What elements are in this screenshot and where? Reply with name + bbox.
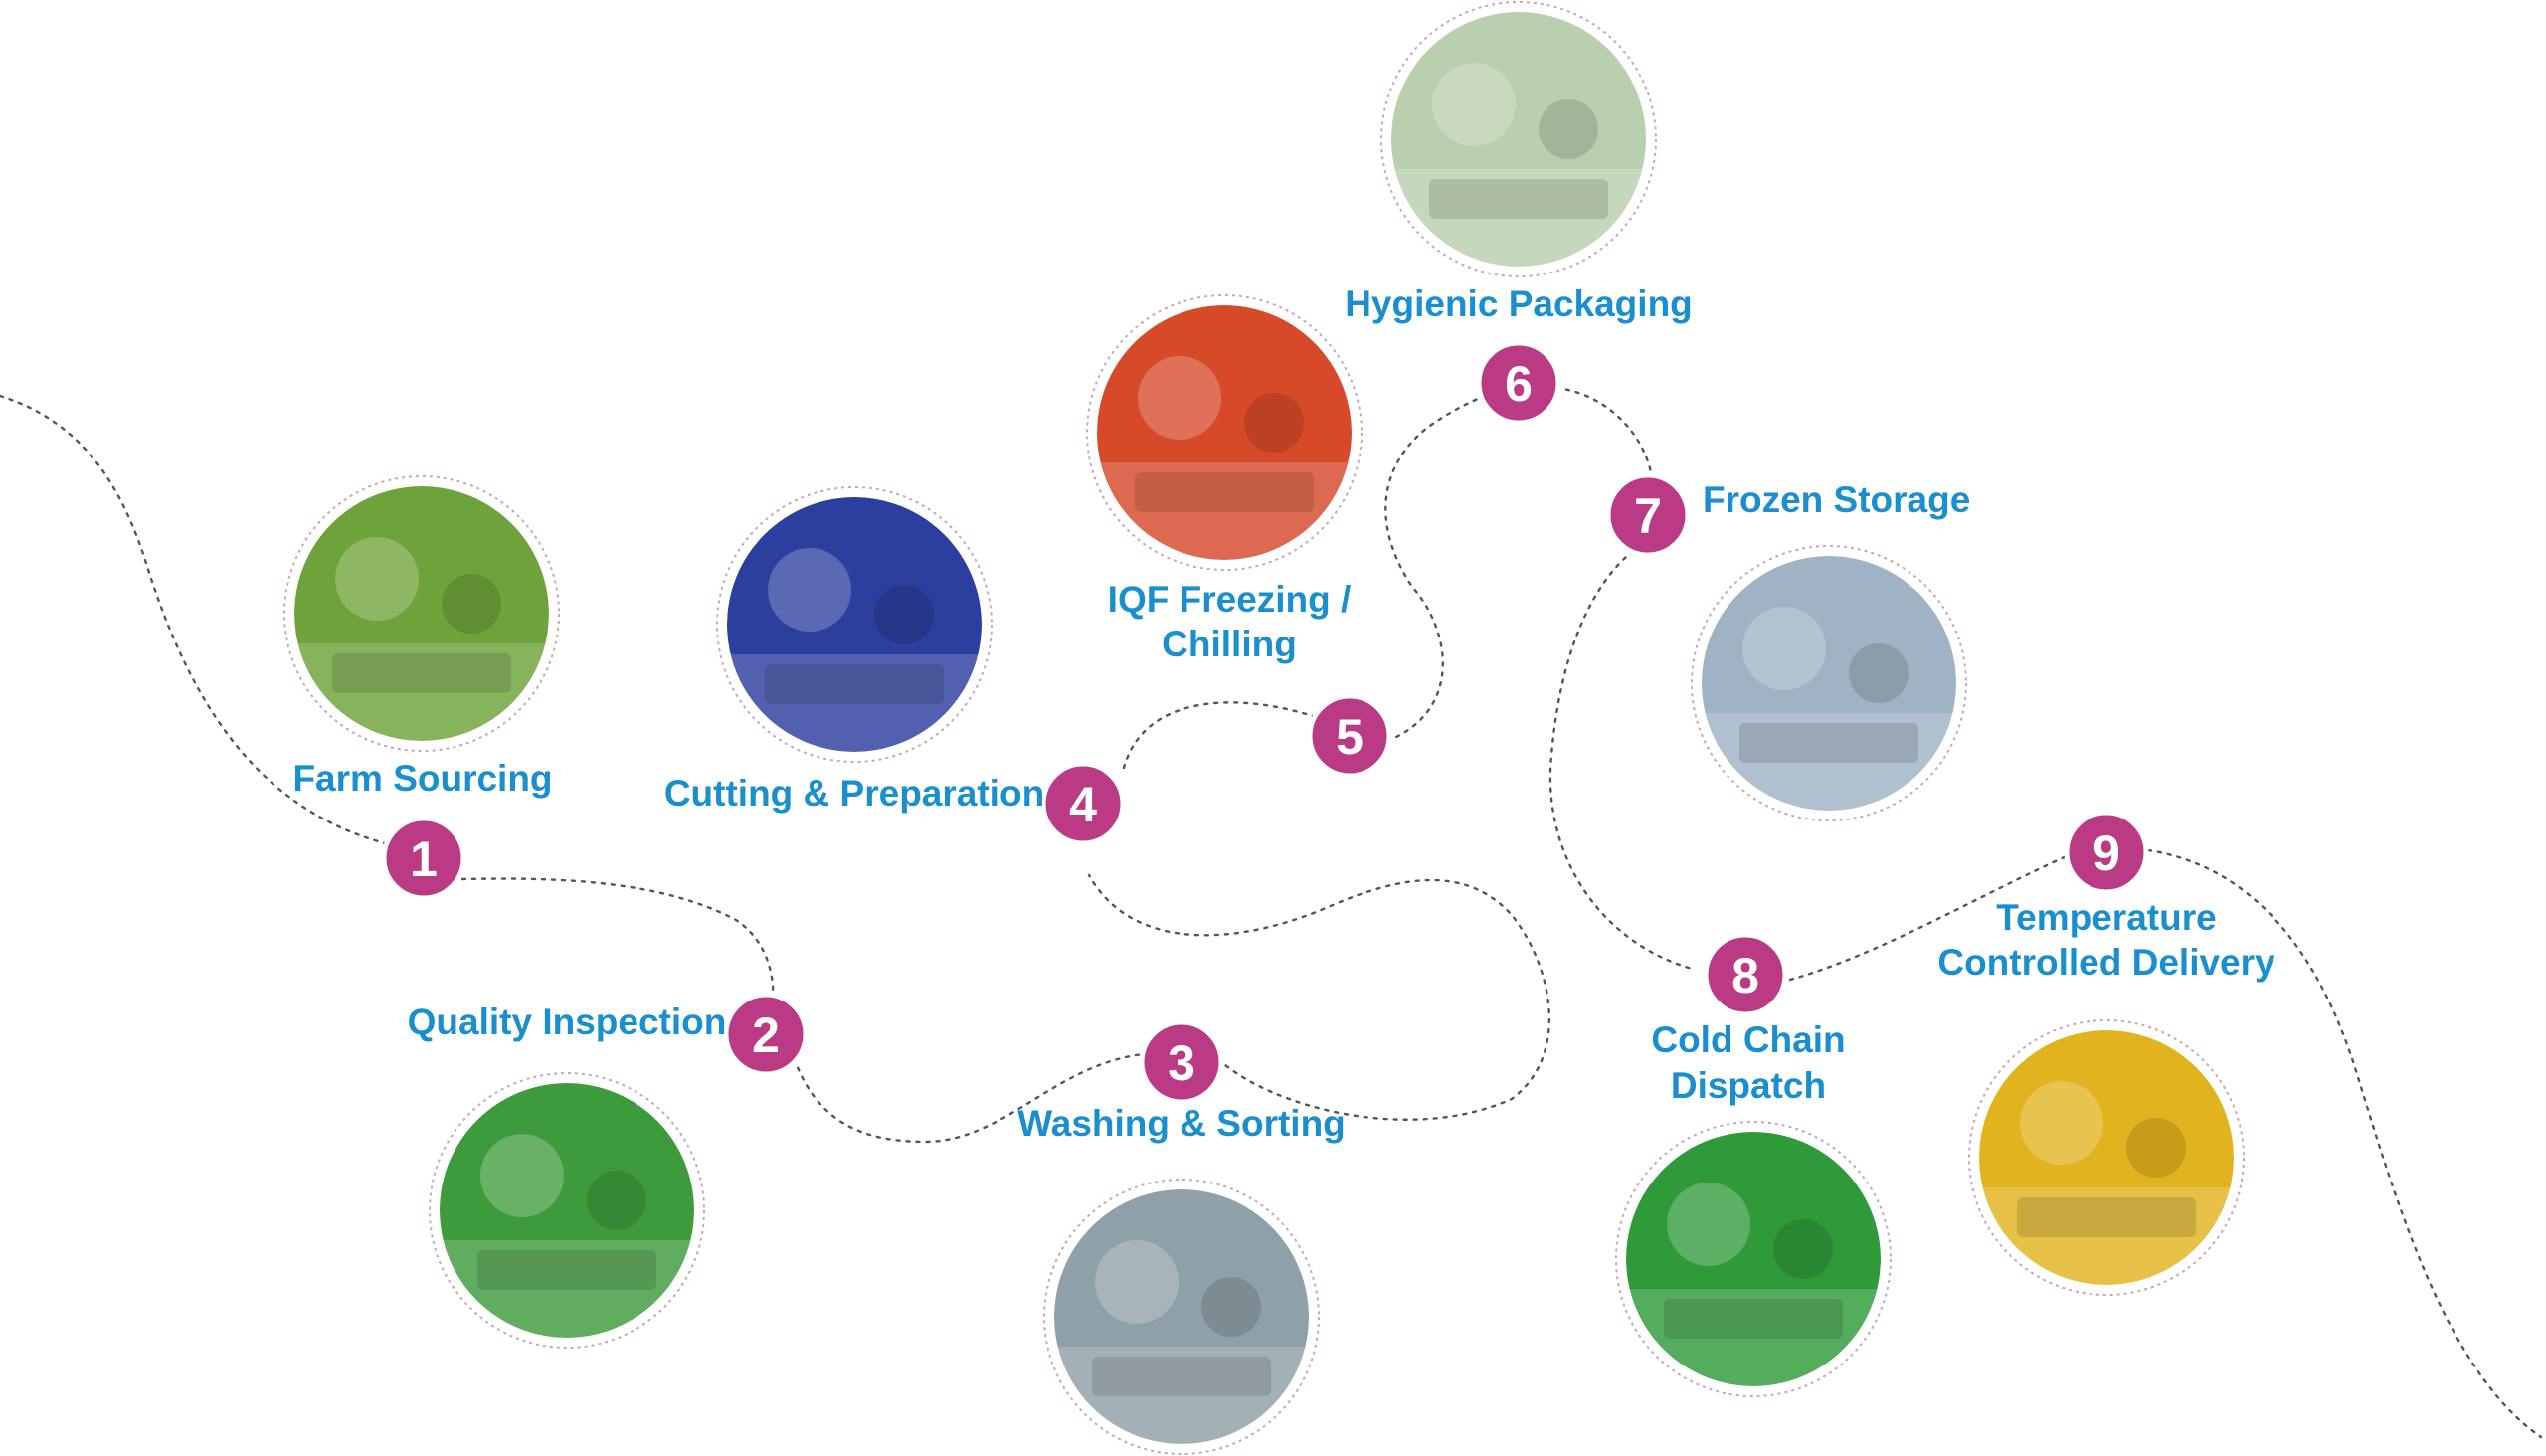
route-path-2-3 xyxy=(789,1047,1146,1144)
farm-worker-photo-icon xyxy=(283,475,560,752)
step-5-label: IQF Freezing / xyxy=(1108,579,1352,620)
step-9-badge: 9 xyxy=(2064,810,2149,895)
step-8-label: Cold Chain xyxy=(1651,1019,1845,1060)
step-2-label: Quality Inspection xyxy=(408,1001,727,1042)
step-4-badge: 4 xyxy=(1040,761,1126,846)
step-4-label: Cutting & Preparation xyxy=(664,773,1044,814)
step-9-label: Temperature xyxy=(1996,897,2216,938)
washing-machine-photo-icon xyxy=(1043,1179,1320,1455)
step-2-badge: 2 xyxy=(723,992,809,1077)
step-3-label: Washing & Sorting xyxy=(1017,1103,1346,1144)
step-1-badge: 1 xyxy=(381,816,466,901)
step-6-label: Hygienic Packaging xyxy=(1345,283,1693,324)
frozen-vegetables-photo-icon xyxy=(1086,294,1363,571)
step-2-number: 2 xyxy=(752,1007,780,1063)
step-7-label: Frozen Storage xyxy=(1703,479,1970,520)
step-6-badge: 6 xyxy=(1476,340,1561,426)
step-9-number: 9 xyxy=(2092,825,2120,881)
step-8-badge: 8 xyxy=(1703,932,1788,1017)
step-badges: 1 2 3 4 5 6 7 8 9 xyxy=(381,340,2149,1105)
step-5-badge: 5 xyxy=(1307,693,1392,779)
route-path-1-2 xyxy=(460,877,775,1036)
step-7-badge: 7 xyxy=(1605,472,1691,558)
dispatch-crates-photo-icon xyxy=(1615,1121,1892,1397)
conveyor-belt-photo-icon xyxy=(716,486,993,763)
step-6-number: 6 xyxy=(1505,356,1533,412)
step-1-number: 1 xyxy=(410,831,438,887)
step-8-label: Dispatch xyxy=(1671,1065,1826,1106)
cold-storage-photo-icon xyxy=(1691,545,1967,821)
route-path-7-8 xyxy=(1548,543,1698,972)
step-1-label: Farm Sourcing xyxy=(292,758,552,799)
route-path-5-6 xyxy=(1384,386,1509,743)
step-8-number: 8 xyxy=(1731,948,1759,1003)
route-path-4-5 xyxy=(1122,701,1315,770)
route-path-6-7 xyxy=(1554,386,1653,474)
step-4-number: 4 xyxy=(1069,777,1097,832)
packaged-produce-photo-icon xyxy=(1380,1,1657,277)
inspection-photo-icon xyxy=(429,1072,705,1349)
route-path-3-4 xyxy=(1087,873,1551,1121)
step-5-number: 5 xyxy=(1336,709,1364,765)
step-5-label: Chilling xyxy=(1162,624,1297,664)
step-photos xyxy=(283,1,2245,1455)
delivery-truck-photo-icon xyxy=(1968,1019,2245,1296)
step-9-label: Controlled Delivery xyxy=(1937,942,2275,983)
step-3-number: 3 xyxy=(1168,1035,1195,1091)
step-7-number: 7 xyxy=(1634,488,1662,544)
route-path-8-9 xyxy=(1788,853,2071,982)
step-3-badge: 3 xyxy=(1139,1019,1224,1105)
